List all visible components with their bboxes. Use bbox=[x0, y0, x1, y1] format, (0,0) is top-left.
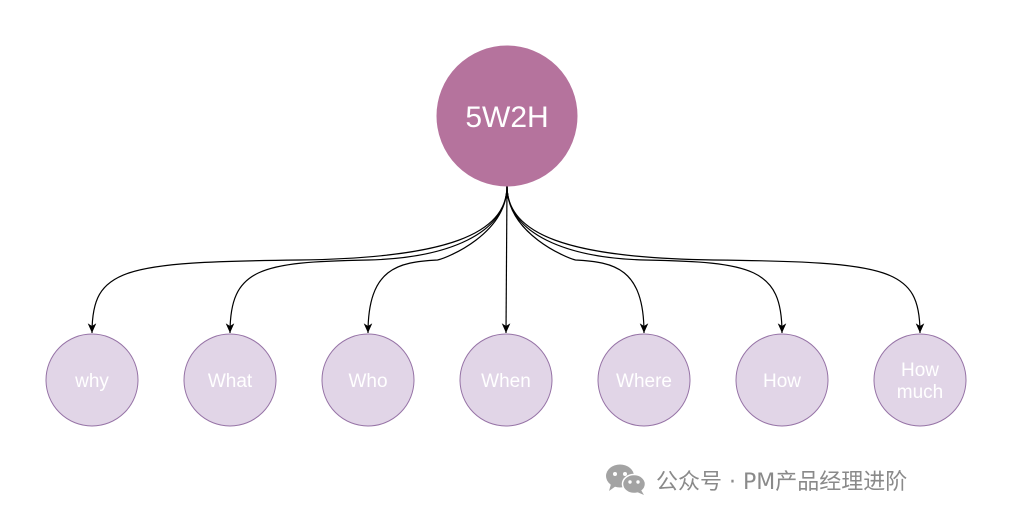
connector-arrow bbox=[363, 185, 508, 334]
leaf-label-line: How bbox=[901, 360, 939, 381]
leaf-label-line: What bbox=[208, 371, 253, 392]
leaf-label: How bbox=[763, 371, 801, 392]
connectors bbox=[87, 185, 925, 334]
connector-arrow bbox=[87, 185, 508, 334]
leaf-label-line: Where bbox=[616, 371, 672, 392]
leaf-node[interactable]: How bbox=[735, 333, 829, 427]
leaf-circle bbox=[459, 333, 553, 427]
watermark-text: 公众号 · PM产品经理进阶 bbox=[656, 470, 908, 495]
leaf-label-line: much bbox=[897, 382, 943, 403]
connector-arrow bbox=[225, 185, 508, 334]
leaf-label: When bbox=[481, 371, 531, 392]
leaf-label: What bbox=[208, 371, 253, 392]
leaf-circle bbox=[183, 333, 277, 427]
leaf-node[interactable]: What bbox=[183, 333, 277, 427]
root-node[interactable]: 5W2H bbox=[436, 45, 578, 187]
leaf-circle bbox=[597, 333, 691, 427]
connector-arrow bbox=[506, 185, 787, 334]
leaf-label: why bbox=[74, 371, 109, 392]
leaf-node[interactable]: Where bbox=[597, 333, 691, 427]
watermark: 公众号 · PM产品经理进阶 bbox=[604, 460, 907, 500]
connector-arrow bbox=[506, 185, 925, 334]
leaf-label-line: why bbox=[74, 371, 109, 392]
leaf-circle bbox=[873, 333, 967, 427]
root-label: 5W2H bbox=[465, 101, 548, 134]
leaf-label-line: When bbox=[481, 371, 531, 392]
root-circle bbox=[436, 45, 578, 187]
connector-arrow bbox=[501, 185, 511, 334]
leaf-label-line: How bbox=[763, 371, 801, 392]
connector-arrow bbox=[506, 185, 649, 334]
leaf-circle bbox=[321, 333, 415, 427]
leaf-node[interactable]: Who bbox=[321, 333, 415, 427]
leaf-node[interactable]: why bbox=[45, 333, 139, 427]
leaf-circle bbox=[45, 333, 139, 427]
leaf-node[interactable]: When bbox=[459, 333, 553, 427]
leaf-label-line: Who bbox=[348, 371, 387, 392]
leaf-label: Where bbox=[616, 371, 672, 392]
leaf-label: Who bbox=[348, 371, 387, 392]
wechat-icon bbox=[606, 464, 647, 495]
leaf-circle bbox=[735, 333, 829, 427]
